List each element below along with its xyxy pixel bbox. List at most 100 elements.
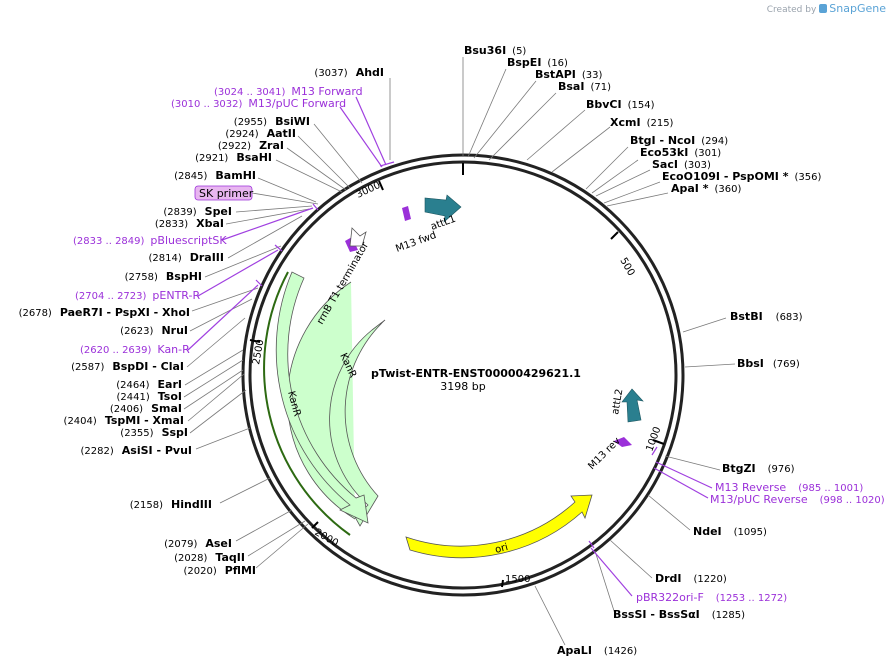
- site-draiii: (2814)DraIII: [148, 251, 224, 264]
- site-bbsi: BbsI(769): [737, 357, 800, 370]
- site-name-bsai: BsaI: [558, 80, 584, 93]
- site-pos-ahdi: (3037): [314, 68, 347, 79]
- primer-kan-r: (2620 .. 2639)Kan-R: [80, 343, 190, 356]
- site-name-draiii: DraIII: [190, 251, 224, 264]
- site-name-saci: SacI: [652, 158, 678, 171]
- leader-xcmi: [551, 126, 611, 173]
- primer-pentr-r: (2704 .. 2723)pENTR-R: [75, 289, 200, 302]
- primer-range-m13-forward: (3024 .. 3041): [214, 87, 286, 98]
- site-pos-tspmi: (2404): [64, 416, 97, 427]
- site-pos-apai: (360): [715, 184, 742, 195]
- site-name-btgzi: BtgZI: [722, 462, 756, 475]
- brand-created-by: Created by: [766, 5, 817, 15]
- tick-marks: [249, 180, 665, 588]
- primer-m13-puc-reverse: M13/pUC Reverse(998 .. 1020): [710, 493, 885, 506]
- leader-bbvci: [526, 109, 586, 161]
- site-name-bsahi: BsaHI: [236, 151, 272, 164]
- site-name-eari: EarI: [158, 378, 182, 391]
- leader-hindiii: [219, 477, 271, 504]
- site-name-bbsi: BbsI: [737, 357, 764, 370]
- primer-m13-forward: (3024 .. 3041)M13 Forward: [214, 85, 363, 98]
- site-name-pflmi: PflMI: [225, 564, 256, 577]
- brand-name: SnapGene: [829, 2, 886, 15]
- site-pos-spei: (2839): [163, 207, 196, 218]
- leader-m13-puc-reverse: [653, 467, 709, 499]
- primer-pbluescriptsk: (2833 .. 2849)pBluescriptSK: [73, 234, 227, 247]
- plasmid-name: pTwist-ENTR-ENST00000429621.1: [371, 367, 581, 380]
- site-pos-bspdi: (2587): [71, 362, 104, 373]
- site-name-paer7i: PaeR7I - PspXI - XhoI: [60, 306, 190, 319]
- leader-m13-puc-forward: [339, 106, 383, 168]
- leader-asisi: [195, 427, 251, 450]
- primer-name-pentr-r: pENTR-R: [152, 289, 200, 302]
- site-paer7i: (2678) PaeR7I - PspXI - XhoI: [19, 306, 190, 319]
- site-name-tsoi: TsoI: [158, 390, 182, 403]
- site-bspdi: (2587)BspDI - ClaI: [71, 360, 184, 373]
- site-bstbi: BstBI(683): [730, 310, 803, 323]
- site-pos-ndei: (1095): [734, 527, 767, 538]
- site-pos-bspei: (16): [547, 58, 568, 69]
- site-taqii: (2028)TaqII: [174, 551, 245, 564]
- leader-tspmi: [187, 373, 245, 422]
- leader-bsssi: [594, 550, 616, 615]
- site-name-asei: AseI: [205, 537, 232, 550]
- site-name-bstbi: BstBI: [730, 310, 763, 323]
- site-pos-bamhi: (2845): [174, 171, 207, 182]
- site-smai: (2406)SmaI: [110, 402, 182, 415]
- tick-mark-500: [610, 231, 619, 240]
- leader-sspi: [189, 389, 247, 434]
- plasmid-length: 3198 bp: [440, 380, 485, 393]
- site-pos-bsiwi: (2955): [234, 117, 267, 128]
- primer-mark-pentr-r: [274, 244, 283, 252]
- backbone-inner-ring: [248, 160, 678, 590]
- site-bsahi: (2921) BsaHI: [195, 151, 272, 164]
- attl1-arrow: [424, 194, 462, 223]
- site-pos-aatii: (2924): [225, 129, 258, 140]
- site-name-bsphi: BspHI: [166, 270, 202, 283]
- site-pos-xbai: (2833): [155, 219, 188, 230]
- site-pflmi: (2020)PflMI: [183, 564, 256, 577]
- leader-aatii: [297, 135, 351, 189]
- site-pos-paer7i: (2678): [19, 308, 52, 319]
- site-pos-btgi-ncoi: (294): [701, 136, 728, 147]
- right-site-lines: [462, 57, 736, 646]
- site-bspei: BspEI (16): [507, 56, 568, 69]
- tick-mark-1500: [501, 579, 504, 588]
- leader-taqii: [247, 520, 306, 557]
- leader-nrui: [189, 298, 253, 332]
- leader-bamhi: [257, 177, 317, 203]
- site-eco53ki: Eco53kI(301): [640, 146, 721, 159]
- m13-fwd-primer-icon: [402, 206, 411, 221]
- site-pos-bsphi: (2758): [125, 272, 158, 283]
- site-pos-asei: (2079): [164, 539, 197, 550]
- site-pos-asisi: (2282): [81, 446, 114, 457]
- site-spei: (2839)SpeI: [163, 205, 232, 218]
- leader-pflmi: [255, 523, 309, 569]
- site-pos-bsahi: (2921): [195, 153, 228, 164]
- site-zrai: (2922)ZraI: [218, 139, 284, 152]
- leader-pbr322ori-f: [590, 547, 633, 597]
- site-pos-bsai: (71): [590, 82, 611, 93]
- site-ndei: NdeI(1095): [693, 525, 767, 538]
- leader-kan-r: [187, 284, 259, 351]
- site-name-bsu36i: Bsu36I: [464, 44, 506, 57]
- site-pos-bbvci: (154): [628, 100, 655, 111]
- primer-name-pbluescriptsk: pBluescriptSK: [150, 234, 227, 247]
- site-pos-smai: (2406): [110, 404, 143, 415]
- site-pos-taqii: (2028): [174, 553, 207, 564]
- m13-rev-primer-icon: [614, 437, 632, 447]
- site-sspi: (2355)SspI: [120, 426, 188, 439]
- site-name-sspi: SspI: [162, 426, 188, 439]
- primer-mark-m13-forward: [379, 161, 395, 167]
- site-name-apali: ApaLI: [557, 644, 592, 657]
- site-name-ahdi: AhdI: [356, 66, 384, 79]
- leader-eco53ki: [591, 159, 639, 194]
- site-name-bspei: BspEI: [507, 56, 541, 69]
- right-primer-lines: [588, 446, 713, 597]
- site-pos-drdi: (1220): [694, 574, 727, 585]
- tick-label-500: 500: [617, 256, 636, 278]
- tick-mark-2000: [311, 521, 319, 529]
- site-apai: ApaI *(360): [671, 182, 741, 195]
- site-tspmi: (2404)TspMI - XmaI: [64, 414, 184, 427]
- leader-bstbi: [682, 317, 727, 333]
